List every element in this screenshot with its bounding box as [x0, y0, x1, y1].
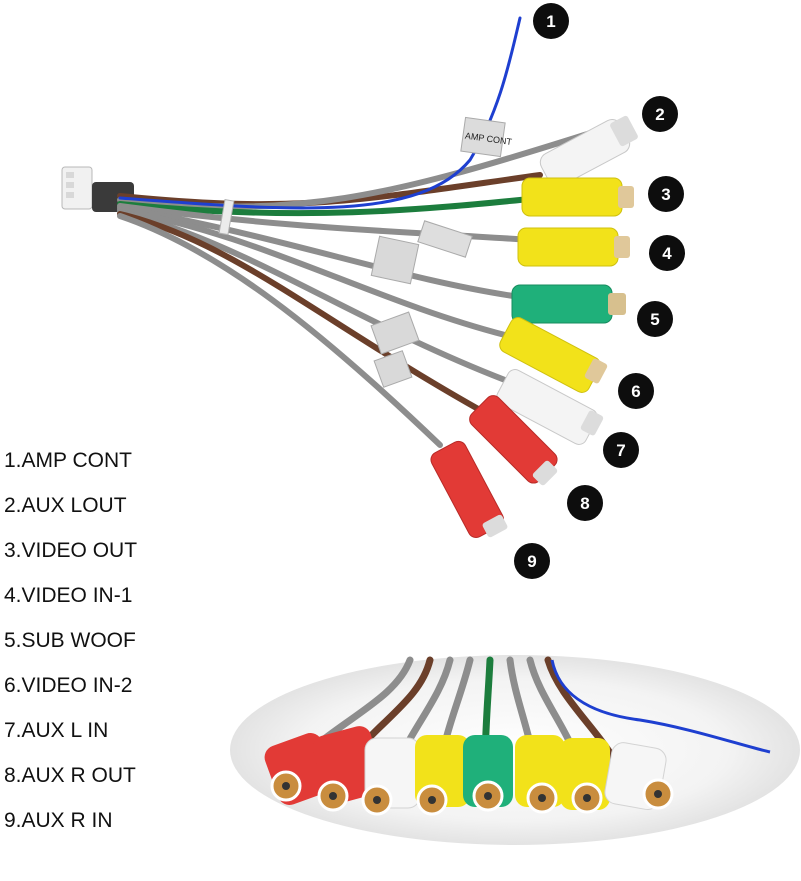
- badge-9: 9: [514, 543, 550, 579]
- svg-text:3: 3: [661, 185, 670, 204]
- legend-item: 7.AUX L IN: [4, 719, 109, 742]
- svg-text:9: 9: [527, 552, 536, 571]
- legend-item: 2.AUX LOUT: [4, 494, 127, 517]
- badge-6: 6: [618, 373, 654, 409]
- svg-text:2: 2: [655, 105, 664, 124]
- rca-plug-5: [511, 284, 626, 324]
- rca-plug-2: [539, 115, 638, 187]
- connector-legend: 1.AMP CONT 2.AUX LOUT 3.VIDEO OUT 4.VIDE…: [4, 446, 137, 851]
- badge-1: 1: [533, 3, 569, 39]
- rca-plug-4: [517, 227, 630, 267]
- svg-text:5: 5: [650, 310, 659, 329]
- legend-item: 1.AMP CONT: [4, 449, 132, 472]
- legend-item: 4.VIDEO IN-1: [4, 584, 133, 607]
- badge-4: 4: [649, 235, 685, 271]
- svg-text:4: 4: [662, 244, 672, 263]
- svg-text:7: 7: [616, 441, 625, 460]
- inset-photo: [230, 655, 800, 845]
- legend-item: 6.VIDEO IN-2: [4, 674, 133, 697]
- legend-item: 9.AUX R IN: [4, 809, 113, 832]
- legend-item: 3.VIDEO OUT: [4, 539, 138, 562]
- harness-plug: [61, 166, 93, 210]
- wire-tag-amp-cont: AMP CONT: [460, 116, 513, 158]
- svg-text:6: 6: [631, 382, 640, 401]
- rca-plug-9: [430, 440, 508, 538]
- harness-main: AMP CONT: [61, 16, 638, 538]
- rca-plug-3: [521, 177, 634, 217]
- legend-item: 5.SUB WOOF: [4, 629, 136, 652]
- badge-2: 2: [642, 96, 678, 132]
- rca-plug-6: [499, 317, 608, 393]
- wire-bundle: [117, 16, 603, 448]
- rca-plug-8: [469, 395, 558, 486]
- badge-8: 8: [567, 485, 603, 521]
- badge-7: 7: [603, 432, 639, 468]
- rca-plug-7: [496, 369, 604, 445]
- svg-text:8: 8: [580, 494, 589, 513]
- badge-3: 3: [648, 176, 684, 212]
- svg-text:1: 1: [546, 12, 555, 31]
- legend-item: 8.AUX R OUT: [4, 764, 136, 787]
- badge-5: 5: [637, 301, 673, 337]
